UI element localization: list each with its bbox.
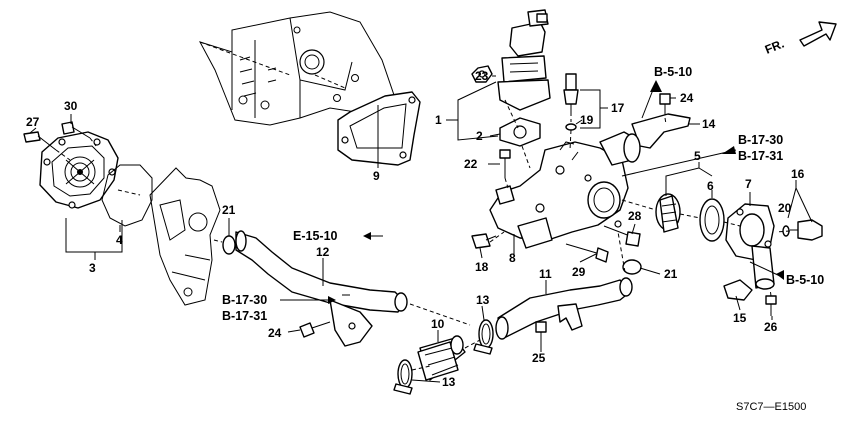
front-direction-label: FR. (763, 37, 786, 57)
hose-clamp-13-upper (473, 319, 494, 355)
callout-24-top: 24 (680, 91, 694, 105)
callout-20: 20 (778, 201, 792, 215)
callout-16: 16 (791, 167, 805, 181)
hose-10 (417, 335, 466, 381)
thermostat-5 (655, 193, 681, 233)
reference-labels: B-5-10 B-17-30 B-17-31 E-15-10 B-17-30 B… (222, 65, 824, 323)
reference-arrows (280, 80, 784, 304)
callout-1: 1 (435, 113, 442, 127)
callout-18: 18 (475, 260, 489, 274)
water-pipe-11 (495, 277, 633, 340)
callout-8: 8 (509, 251, 516, 265)
thermostat-cover-7 (725, 203, 775, 290)
callout-21-left: 21 (222, 203, 236, 217)
water-pump-3 (39, 131, 119, 209)
bolt-24-left (299, 321, 331, 338)
callout-2: 2 (476, 129, 483, 143)
callout-11: 11 (539, 267, 552, 281)
callout-9: 9 (373, 169, 380, 183)
callout-17: 17 (611, 101, 625, 115)
bolt-25 (535, 321, 547, 345)
pump-gasket-4 (101, 164, 153, 227)
callout-numbers: 1 2 3 4 5 6 7 8 9 10 11 12 13 13 14 15 1… (26, 69, 805, 389)
water-passage-8 (489, 131, 641, 249)
stud-22 (499, 149, 511, 178)
egr-gasket-2 (499, 117, 541, 147)
washer-19 (565, 123, 577, 131)
callout-23: 23 (475, 69, 489, 83)
nut-23 (471, 65, 493, 83)
diagram-code: S7C7—E1500 (736, 401, 806, 413)
callout-14: 14 (702, 117, 716, 131)
callout-7: 7 (745, 177, 752, 191)
bolt-29 (565, 243, 609, 263)
o-ring-21-left (222, 235, 236, 255)
front-direction-arrow: FR. (763, 21, 837, 57)
water-pipe-12 (235, 230, 408, 347)
leader-lines (29, 75, 813, 383)
ref-b-17-31-right: B-17-31 (738, 149, 783, 163)
thermo-switch-16 (790, 219, 823, 241)
callout-24-left: 24 (268, 326, 282, 340)
bolt-26 (765, 295, 777, 316)
bracket-15 (723, 279, 753, 301)
bolt-27 (23, 131, 57, 151)
callout-12: 12 (316, 245, 330, 259)
callout-21-right: 21 (664, 267, 678, 281)
engine-block-background (198, 11, 396, 126)
bolt-30 (61, 121, 91, 139)
callout-29: 29 (572, 265, 586, 279)
o-ring-21-right (622, 259, 642, 275)
callout-6: 6 (707, 179, 714, 193)
callout-5: 5 (694, 149, 701, 163)
plug-18 (471, 233, 497, 249)
thermostat-seal-6 (699, 198, 725, 242)
callout-13-upper: 13 (476, 293, 490, 307)
ref-b-5-10-top: B-5-10 (654, 65, 692, 79)
callout-27: 27 (26, 115, 40, 129)
ref-e-15-10: E-15-10 (293, 229, 338, 243)
callout-30: 30 (64, 99, 78, 113)
ref-b-17-31-left: B-17-31 (222, 309, 267, 323)
callout-22: 22 (464, 157, 478, 171)
callout-25: 25 (532, 351, 546, 365)
ref-b-5-10-right: B-5-10 (786, 273, 824, 287)
callout-28: 28 (628, 209, 642, 223)
assembly-lines (55, 99, 791, 371)
timing-cover-background (149, 167, 221, 306)
callout-3: 3 (89, 261, 96, 275)
bolt-28 (603, 225, 641, 247)
gasket-9 (337, 91, 421, 166)
callout-13-lower: 13 (442, 375, 456, 389)
bracket-14 (631, 113, 691, 149)
egr-valve-1 (497, 9, 551, 111)
callout-4: 4 (116, 233, 123, 247)
callout-26: 26 (764, 320, 778, 334)
callout-15: 15 (733, 311, 747, 325)
ref-b-17-30-right: B-17-30 (738, 133, 783, 147)
hose-clamp-13-lower (393, 359, 413, 395)
temp-sensor-17 (563, 73, 579, 112)
ref-b-17-30-left: B-17-30 (222, 293, 267, 307)
callout-19: 19 (580, 113, 594, 127)
callout-10: 10 (431, 317, 445, 331)
